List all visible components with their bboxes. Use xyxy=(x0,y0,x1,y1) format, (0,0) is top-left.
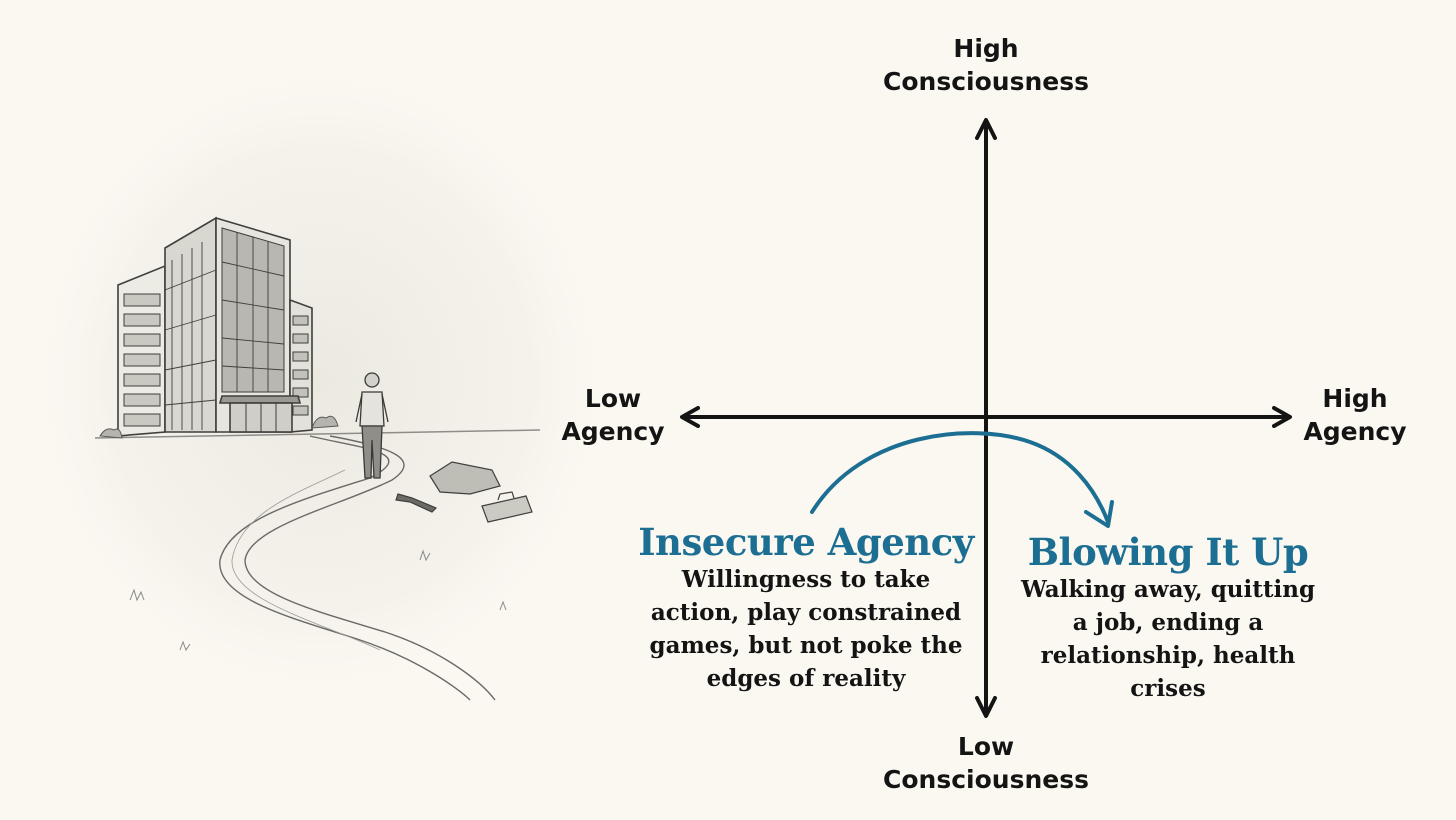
axis-label-line: Agency xyxy=(548,415,678,448)
transition-arrow xyxy=(812,433,1112,526)
axis-label-low-agency: Low Agency xyxy=(548,382,678,448)
insecure-agency-title: Insecure Agency xyxy=(630,520,982,564)
axis-label-line: Consciousness xyxy=(866,65,1106,98)
blowing-it-up-description: Walking away, quitting a job, ending a r… xyxy=(1004,573,1332,705)
axis-label-line: Consciousness xyxy=(866,763,1106,796)
description-line: games, but not poke the xyxy=(630,629,982,662)
description-line: Walking away, quitting xyxy=(1004,573,1332,606)
axis-label-line: High xyxy=(1290,382,1420,415)
axis-label-line: Low xyxy=(866,730,1106,763)
description-line: relationship, health xyxy=(1004,639,1332,672)
blowing-it-up-title: Blowing It Up xyxy=(1004,530,1332,574)
description-line: action, play constrained xyxy=(630,596,982,629)
axis-label-low-consciousness: Low Consciousness xyxy=(866,730,1106,796)
axis-label-line: Agency xyxy=(1290,415,1420,448)
description-line: Willingness to take xyxy=(630,563,982,596)
description-line: edges of reality xyxy=(630,662,982,695)
axis-label-line: High xyxy=(866,32,1106,65)
insecure-agency-description: Willingness to take action, play constra… xyxy=(630,563,982,695)
axis-label-high-agency: High Agency xyxy=(1290,382,1420,448)
description-line: crises xyxy=(1004,672,1332,705)
axis-label-high-consciousness: High Consciousness xyxy=(866,32,1106,98)
axis-label-line: Low xyxy=(548,382,678,415)
description-line: a job, ending a xyxy=(1004,606,1332,639)
